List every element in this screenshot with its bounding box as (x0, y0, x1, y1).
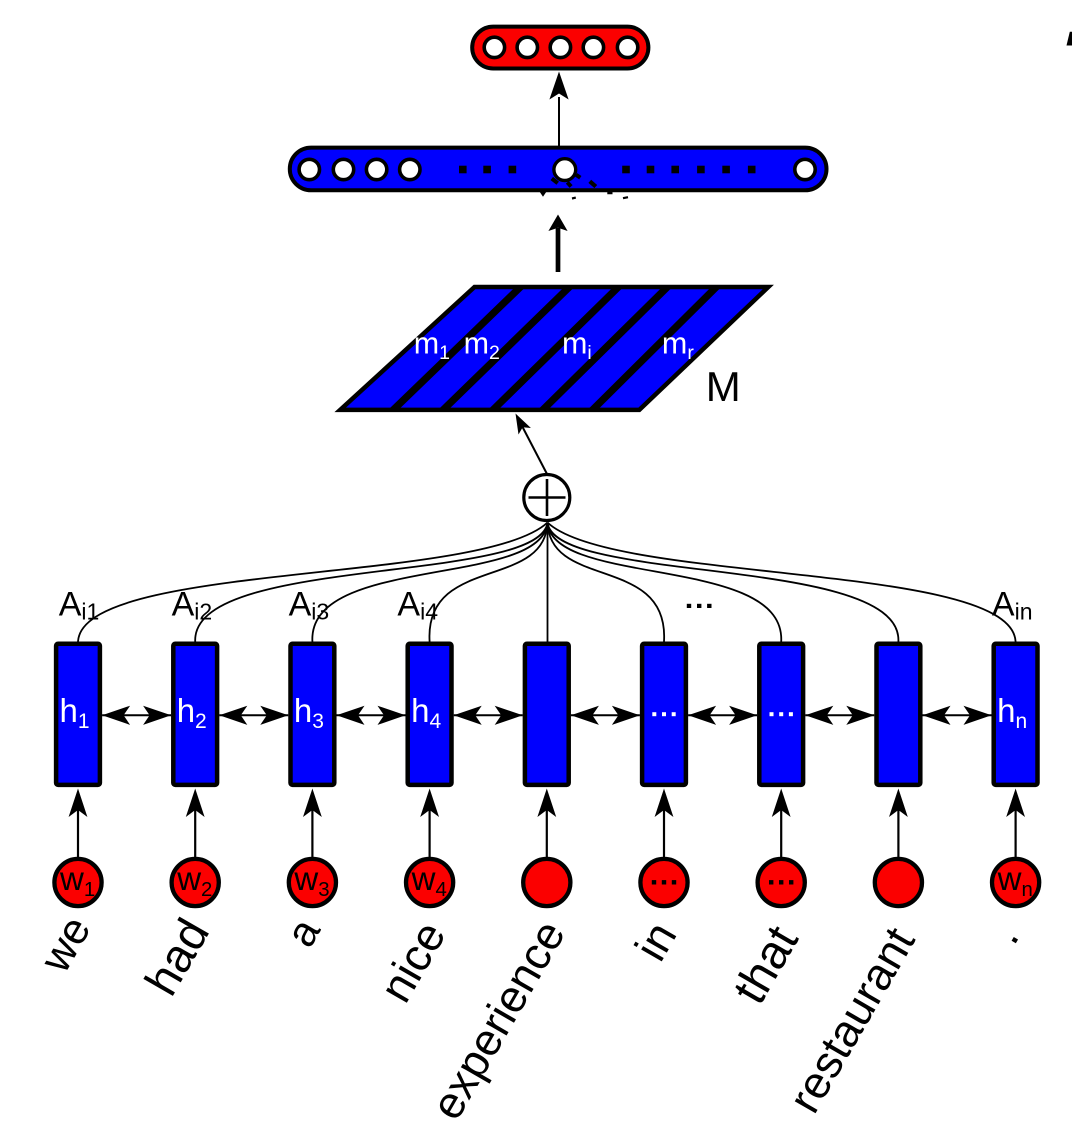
svg-text:mi: mi (562, 327, 592, 364)
svg-text:M: M (706, 363, 741, 410)
